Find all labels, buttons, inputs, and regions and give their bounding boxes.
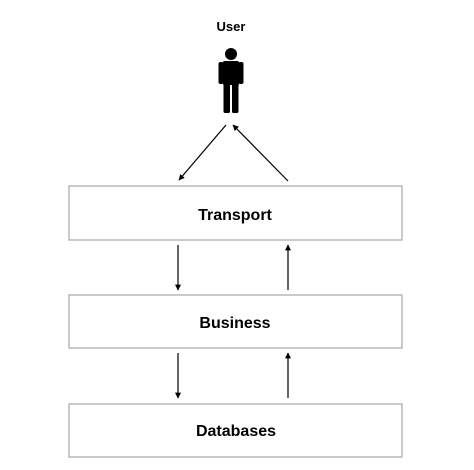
person-icon: [218, 48, 244, 113]
layer-label: Business: [199, 315, 270, 332]
arrow-user-to-transport: [178, 124, 227, 181]
layer-business: Business: [68, 294, 403, 349]
layer-box: [68, 403, 403, 458]
layer-label: Databases: [196, 423, 276, 440]
user-label: User: [217, 19, 246, 34]
layer-transport: Transport: [68, 185, 403, 241]
layer-box: [68, 185, 403, 241]
arrow-transport-to-user: [232, 124, 289, 182]
layer-databases: Databases: [68, 403, 403, 458]
layer-label: Transport: [198, 207, 272, 224]
layer-box: [68, 294, 403, 349]
